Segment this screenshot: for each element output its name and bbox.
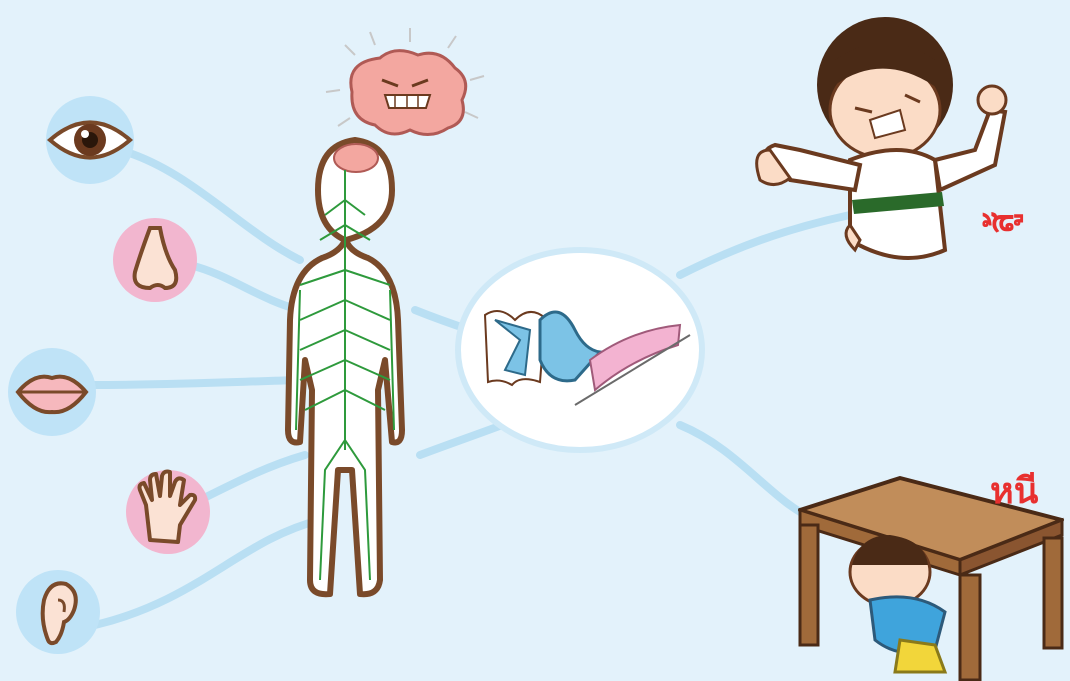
eye-icon	[46, 96, 134, 184]
ear-icon	[16, 570, 100, 654]
connector-hand	[200, 455, 305, 500]
fighting-boy-illustration	[757, 17, 1006, 258]
connector-ear	[95, 520, 320, 625]
connector-mouth	[90, 380, 300, 385]
brain-icon	[326, 28, 484, 135]
flee-label: หนี	[990, 462, 1038, 519]
hand-icon	[126, 470, 210, 554]
reflex-arc-bubble	[458, 250, 702, 450]
mouth-icon	[8, 348, 96, 436]
connector-nose	[190, 265, 300, 310]
connector-flee	[680, 425, 815, 520]
fight-label: สู้	[977, 193, 1027, 253]
connector-fight	[680, 215, 850, 275]
nose-icon	[113, 218, 197, 302]
